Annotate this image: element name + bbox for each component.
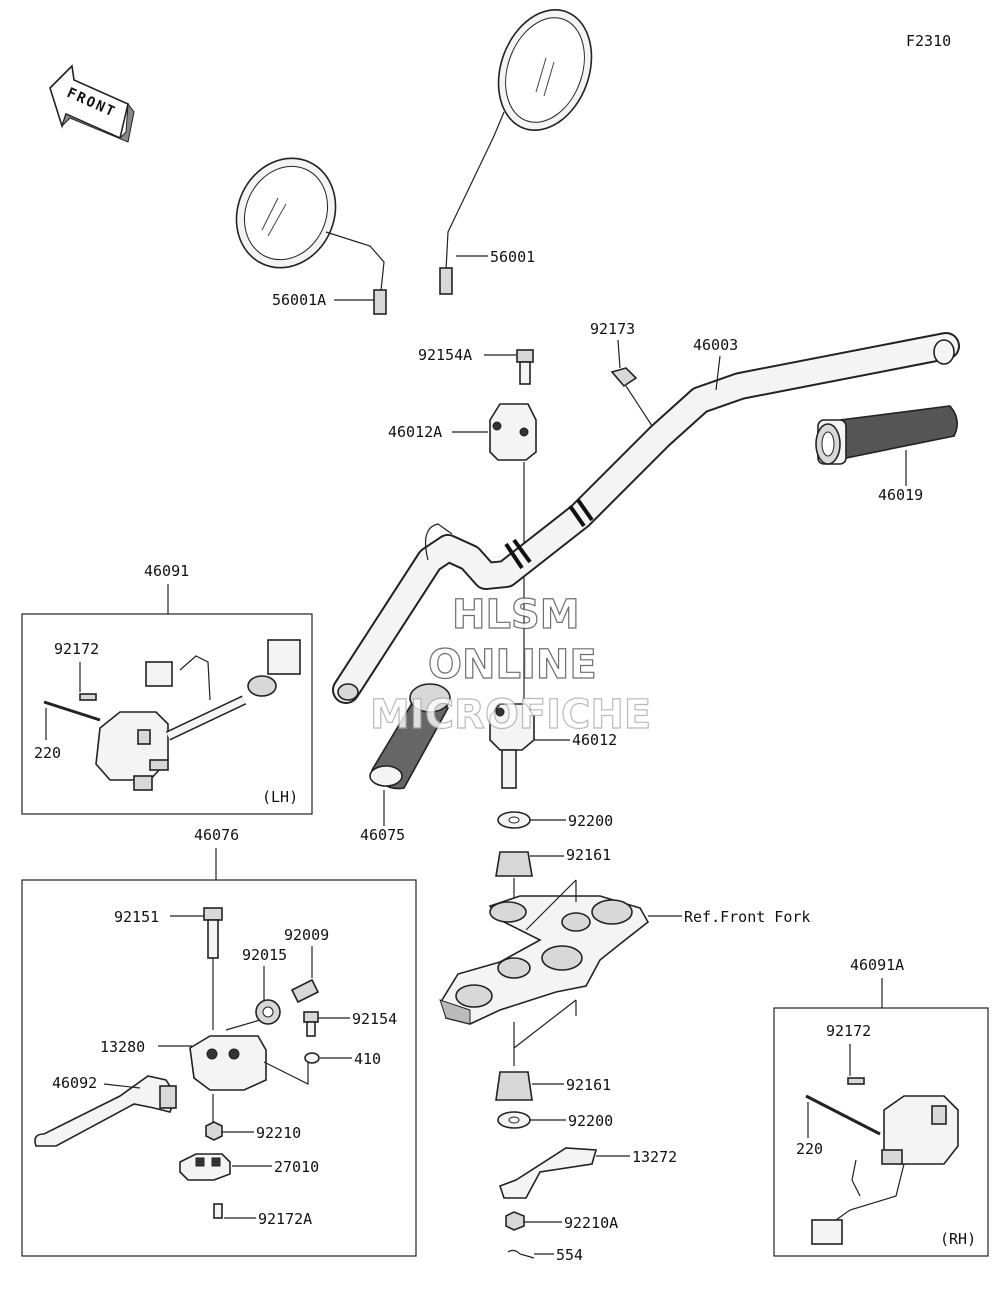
cotter-pin-554 [507, 1249, 535, 1259]
gear-92015 [255, 999, 281, 1025]
label-92210a: 92210A [564, 1214, 618, 1232]
clamp-upper-46012a [489, 403, 537, 461]
label-92210: 92210 [256, 1124, 301, 1142]
switch-housing-lh [95, 639, 301, 791]
label-92161-bottom: 92161 [566, 1076, 611, 1094]
label-92015: 92015 [242, 946, 287, 964]
label-220-lh: 220 [34, 744, 61, 762]
bolt-92154a [516, 349, 534, 385]
figure-code: F2310 [906, 32, 951, 50]
upper-triple-clamp [439, 895, 650, 1025]
damper-92161-bottom [495, 1071, 533, 1101]
label-92172a: 92172A [258, 1210, 312, 1228]
mirror-left [235, 157, 387, 315]
label-46076: 46076 [194, 826, 239, 844]
label-56001a: 56001A [272, 291, 326, 309]
label-56001: 56001 [490, 248, 535, 266]
mirror-right [439, 9, 593, 295]
label-92161-top: 92161 [566, 846, 611, 864]
label-410: 410 [354, 1050, 381, 1068]
bolt-92151 [203, 907, 223, 959]
plate-13272 [498, 1147, 598, 1199]
label-92172-lh: 92172 [54, 640, 99, 658]
label-46003: 46003 [693, 336, 738, 354]
label-46012a: 46012A [388, 423, 442, 441]
clamp-lower-46012 [489, 703, 535, 789]
label-92200-top: 92200 [568, 812, 613, 830]
damper-92161-top [495, 851, 533, 877]
watermark-line3: MICROFICHE [370, 692, 651, 738]
nut-92210 [205, 1121, 223, 1141]
label-13280: 13280 [100, 1038, 145, 1056]
screw-92172a [213, 1203, 223, 1219]
nut-92210a [505, 1211, 525, 1231]
screw-220-rh [805, 1094, 881, 1136]
label-46091a: 46091A [850, 956, 904, 974]
label-27010: 27010 [274, 1158, 319, 1176]
label-ref-front-fork: Ref.Front Fork [684, 908, 810, 926]
washer-410 [304, 1052, 320, 1064]
clip-92173 [610, 367, 638, 388]
handlebar-46003 [332, 332, 960, 704]
screw-92172-rh [847, 1077, 865, 1085]
label-92154: 92154 [352, 1010, 397, 1028]
label-92173: 92173 [590, 320, 635, 338]
lever-46092 [34, 1075, 177, 1147]
holder-13280 [189, 1019, 267, 1091]
front-arrow-icon: FRONT [49, 64, 135, 143]
label-13272: 13272 [632, 1148, 677, 1166]
label-92009: 92009 [284, 926, 329, 944]
rh-tag: (RH) [940, 1230, 976, 1248]
label-554: 554 [556, 1246, 583, 1264]
label-220-rh: 220 [796, 1140, 823, 1158]
label-46075: 46075 [360, 826, 405, 844]
watermark-line2: ONLINE [428, 642, 597, 688]
label-92154a: 92154A [418, 346, 472, 364]
watermark-line1: HLSM [452, 592, 580, 638]
label-92151: 92151 [114, 908, 159, 926]
label-46012: 46012 [572, 731, 617, 749]
label-46091: 46091 [144, 562, 189, 580]
label-92200-bottom: 92200 [568, 1112, 613, 1130]
grip-left-46075 [369, 683, 451, 790]
label-46092: 46092 [52, 1074, 97, 1092]
label-46019: 46019 [878, 486, 923, 504]
label-92172-rh: 92172 [826, 1022, 871, 1040]
grip-right-46019 [815, 405, 958, 465]
bolt-92154 [303, 1011, 319, 1037]
adjuster-92009 [290, 978, 320, 1004]
lever-assembly-box [21, 879, 417, 1257]
screw-92172-lh [79, 693, 97, 701]
switch-27010 [179, 1153, 231, 1181]
rh-switch-box [773, 1007, 989, 1257]
lh-switch-box [21, 613, 313, 815]
screw-220-lh [43, 700, 101, 722]
switch-housing-rh [811, 1095, 959, 1245]
watermark: HLSM ONLINE MICROFICHE [369, 591, 651, 738]
lh-tag: (LH) [262, 788, 298, 806]
